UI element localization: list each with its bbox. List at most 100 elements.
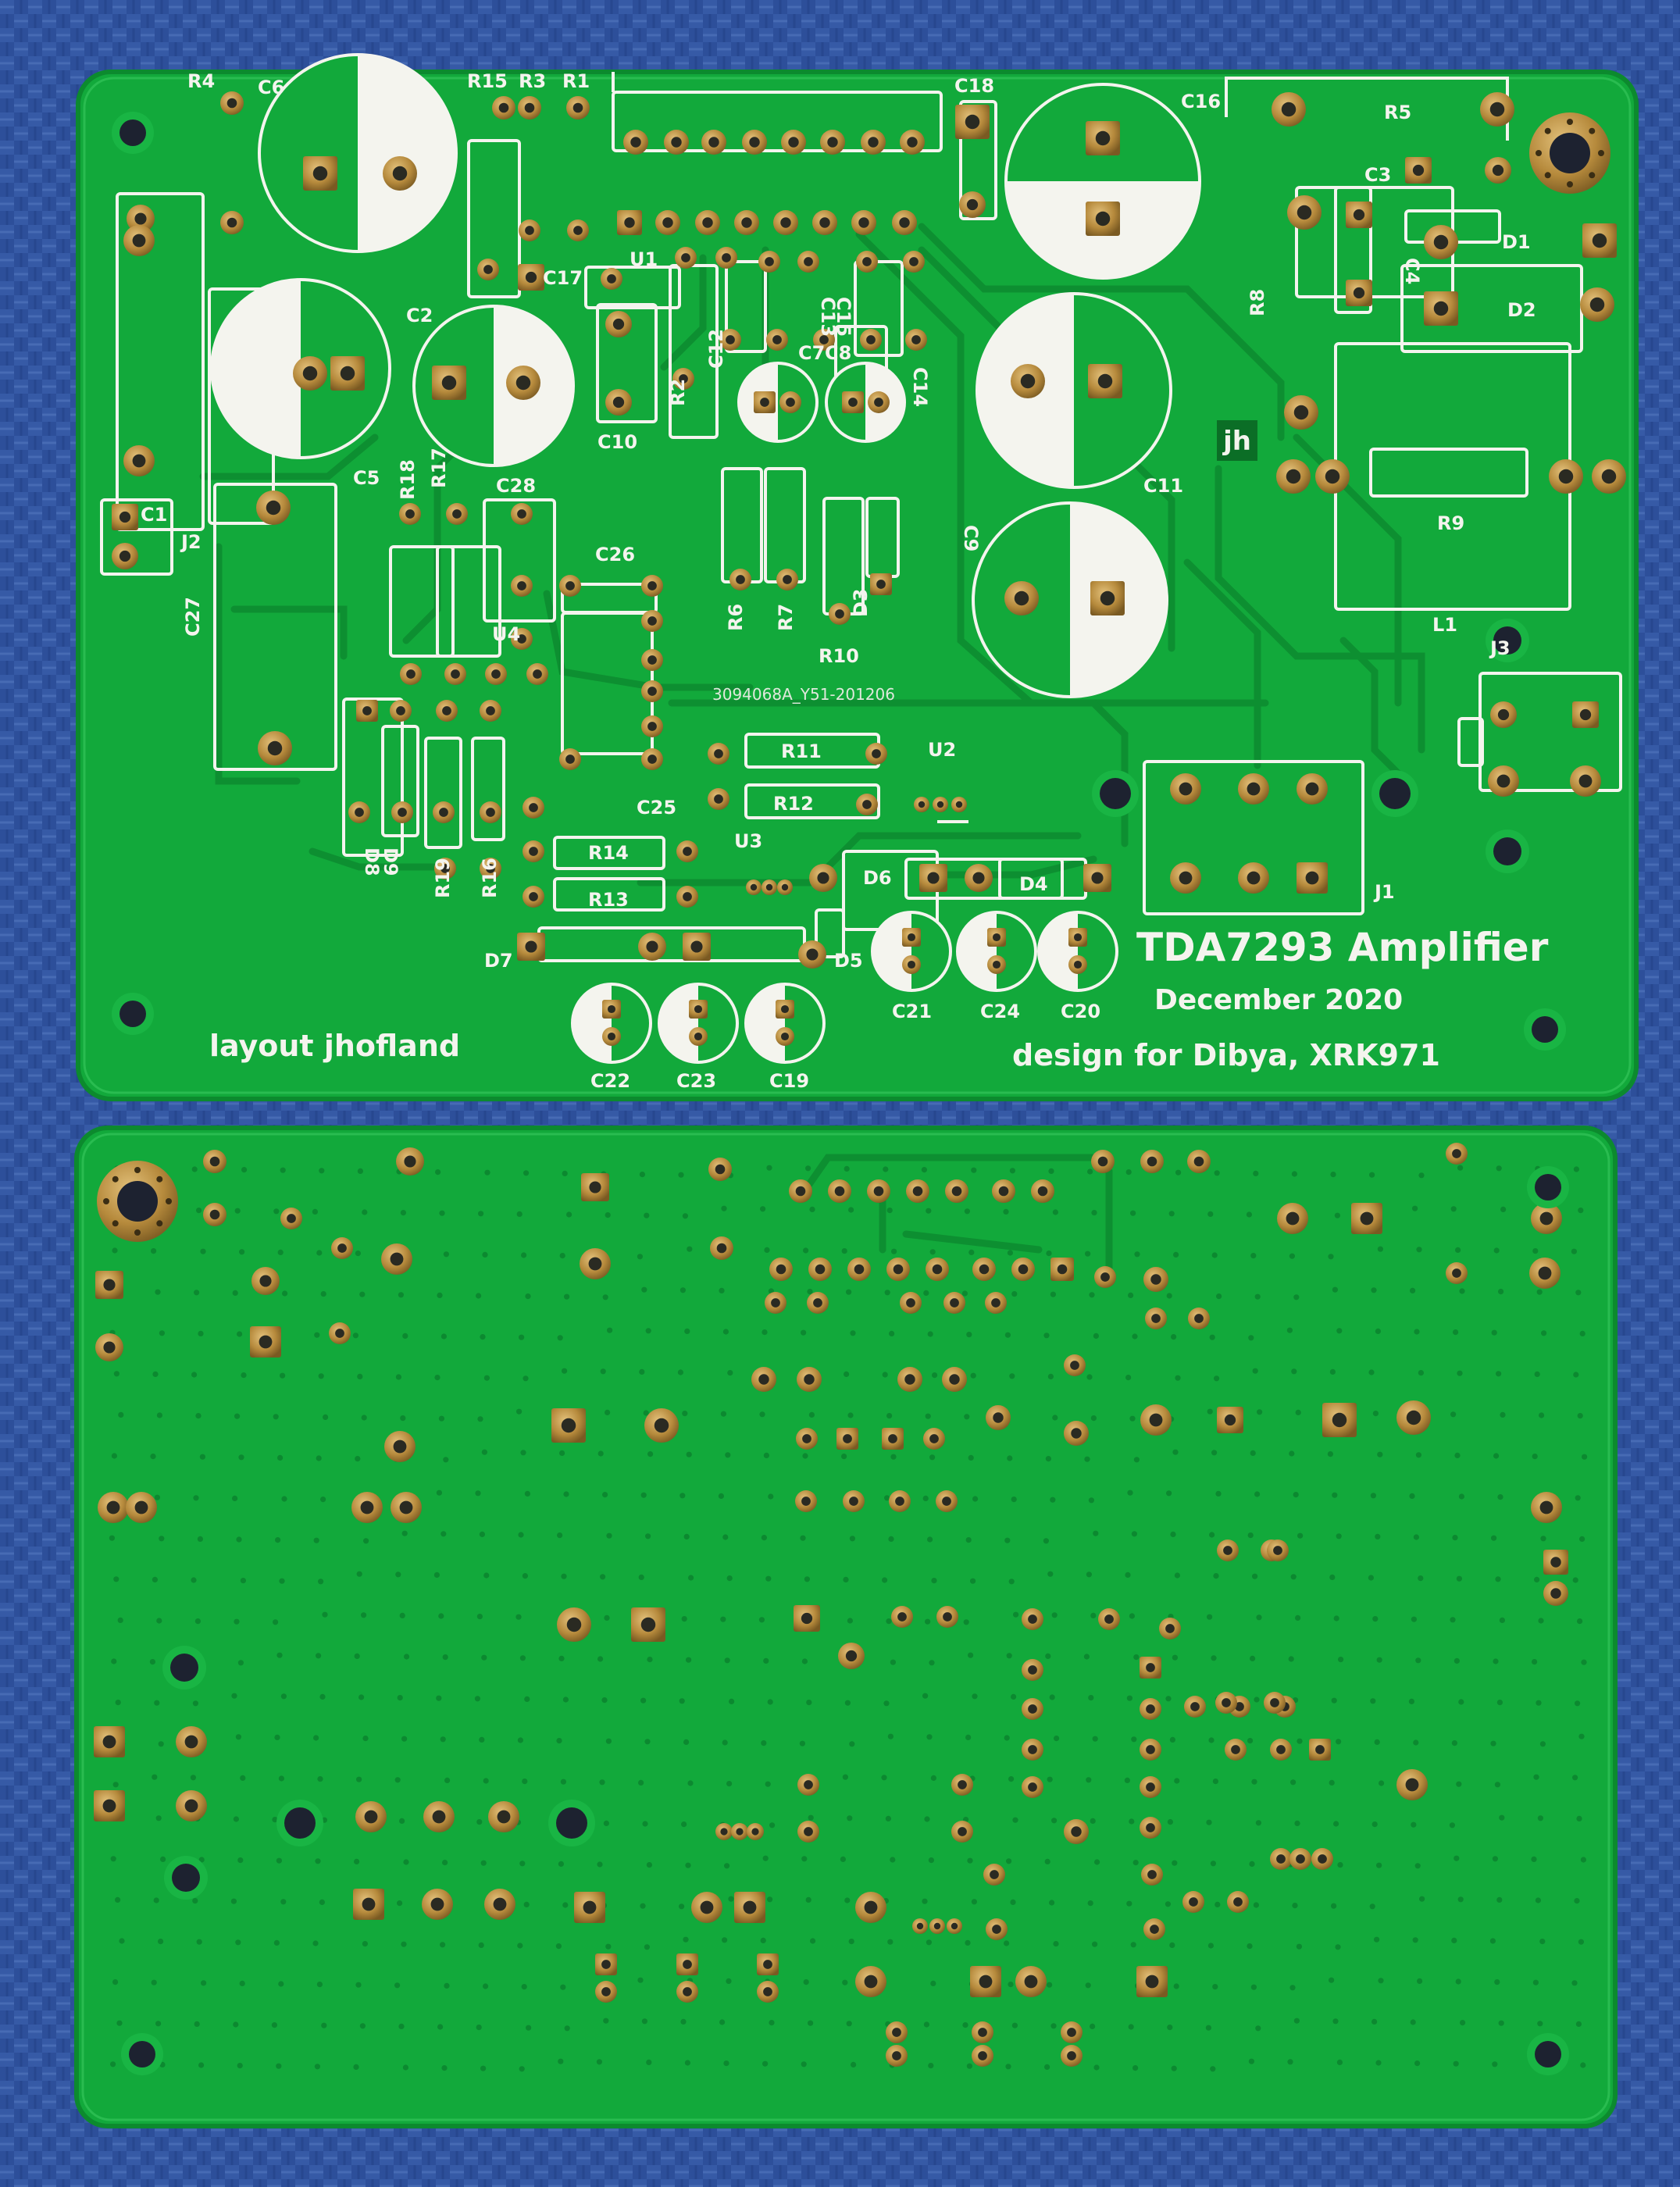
via — [1093, 2064, 1100, 2071]
via — [1088, 1497, 1094, 1504]
through-hole-pad — [381, 1243, 412, 1275]
through-hole-pad — [691, 1892, 722, 1923]
through-hole-pad — [794, 1605, 820, 1632]
via — [1375, 1533, 1381, 1539]
via — [687, 1780, 694, 1786]
via — [1090, 1612, 1097, 1618]
through-hole-pad — [1068, 928, 1087, 947]
via — [1371, 1287, 1377, 1293]
via — [1370, 1698, 1376, 1704]
through-hole-pad — [1446, 1262, 1468, 1284]
via — [319, 1693, 326, 1700]
via — [314, 1332, 320, 1338]
via — [646, 1862, 653, 1868]
through-hole-pad — [595, 1981, 617, 2003]
via — [1451, 1937, 1457, 1943]
through-hole-pad — [1580, 287, 1614, 322]
via — [1456, 1781, 1462, 1787]
via — [521, 1252, 527, 1258]
via — [928, 2063, 934, 2069]
via — [359, 2023, 366, 2029]
through-hole-pad — [789, 1179, 812, 1203]
through-hole-pad — [1289, 1848, 1311, 1870]
via — [684, 2060, 691, 2066]
through-hole-pad — [581, 1173, 609, 1201]
via — [1004, 1735, 1010, 1741]
via — [443, 1251, 450, 1258]
via — [886, 1208, 893, 1214]
via — [1454, 1657, 1460, 1664]
via — [925, 1618, 931, 1625]
via — [439, 1210, 445, 1216]
via — [1537, 1815, 1543, 1821]
via — [1049, 1694, 1055, 1700]
ref-label-c13: C13 — [817, 297, 839, 337]
through-hole-pad — [747, 1823, 764, 1840]
via — [602, 1294, 608, 1300]
via — [240, 1578, 246, 1584]
via — [1374, 1739, 1380, 1745]
via — [435, 1169, 441, 1176]
via — [1129, 1818, 1135, 1825]
through-hole-pad — [1182, 1891, 1204, 1913]
via — [684, 1328, 690, 1334]
through-hole-pad — [855, 1966, 886, 1997]
through-hole-pad — [123, 225, 155, 256]
via — [971, 1899, 977, 1905]
via — [198, 1330, 204, 1336]
via — [600, 1574, 606, 1580]
via — [1293, 1294, 1300, 1300]
ref-label-u3: U3 — [734, 830, 762, 852]
via — [523, 1170, 530, 1176]
via — [273, 1619, 279, 1625]
via — [1210, 1861, 1216, 1867]
via — [277, 1249, 284, 1255]
via — [1457, 1165, 1464, 1171]
via — [1175, 1169, 1182, 1176]
via — [519, 1334, 525, 1340]
through-hole-pad — [1225, 1739, 1247, 1761]
via — [119, 1938, 125, 1944]
via — [237, 1857, 244, 1864]
via — [151, 1248, 157, 1254]
via — [1577, 1413, 1583, 1419]
through-hole-pad — [842, 391, 864, 413]
through-hole-pad — [734, 210, 759, 235]
ref-label-r1: R1 — [562, 70, 590, 92]
via — [277, 1454, 284, 1461]
ref-label-c8: C8 — [825, 342, 851, 364]
component-outline — [100, 498, 173, 576]
via — [476, 1819, 483, 1825]
via — [1173, 1983, 1179, 1989]
via — [1499, 1617, 1505, 1623]
via — [1047, 1982, 1053, 1988]
via — [275, 1537, 281, 1543]
through-hole-pad — [951, 1821, 973, 1843]
through-hole-pad — [1297, 773, 1328, 805]
through-hole-pad — [1140, 1150, 1164, 1173]
via — [362, 1941, 368, 1947]
via — [1170, 1531, 1176, 1537]
via — [234, 1413, 241, 1419]
via — [637, 1254, 644, 1260]
via — [1250, 1450, 1256, 1456]
through-hole-pad — [766, 329, 788, 351]
via — [363, 1538, 369, 1544]
ref-label-c3: C3 — [1364, 164, 1391, 186]
via — [639, 1368, 645, 1375]
via — [562, 1902, 569, 1908]
via — [1335, 1944, 1341, 1950]
through-hole-pad — [758, 251, 780, 273]
via — [971, 1167, 977, 1173]
through-hole-pad — [641, 610, 663, 632]
via — [361, 1612, 367, 1618]
via — [718, 1493, 725, 1499]
via — [890, 1659, 896, 1665]
through-hole-pad — [936, 1606, 958, 1628]
via — [1166, 1490, 1172, 1497]
via — [522, 1778, 528, 1785]
through-hole-pad — [902, 955, 921, 974]
via — [195, 1413, 202, 1419]
via — [1044, 2064, 1050, 2070]
via — [1256, 1614, 1262, 1621]
